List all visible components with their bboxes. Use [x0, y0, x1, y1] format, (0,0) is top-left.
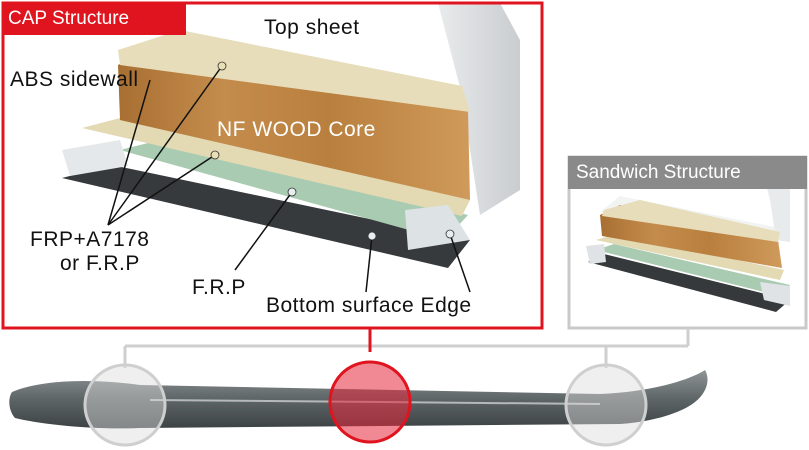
- pointer-dot: [217, 61, 227, 71]
- cap-title-bg: [2, 2, 186, 35]
- pointer-dot: [210, 150, 220, 160]
- connector-bracket: [123, 328, 690, 368]
- label-top-sheet: Top sheet: [264, 16, 360, 39]
- pointer-dot: [445, 229, 455, 239]
- pointer-dot: [287, 187, 297, 197]
- abs-sidewall-block: [62, 140, 128, 176]
- cap-frame: [1, 1, 544, 330]
- cap-structure-title: CAP Structure: [8, 8, 130, 29]
- sandwich-top: [602, 200, 780, 242]
- lower-laminate: [82, 118, 470, 216]
- label-frp: F.R.P: [192, 276, 246, 299]
- edge-block: [405, 205, 470, 250]
- label-wood-core: NF WOOD Core: [217, 118, 376, 141]
- label-frp-a7178: FRP+A7178: [30, 228, 150, 251]
- right-zoom-circle: [564, 363, 648, 447]
- sandwich-title-bg: [568, 156, 807, 189]
- label-bottom-edge: Bottom surface Edge: [266, 294, 472, 317]
- sandwich-fiberglass: [596, 244, 790, 296]
- cap-sidewall-right: [438, 3, 520, 215]
- sandwich-base: [588, 254, 790, 312]
- label-abs-sidewall: ABS sidewall: [10, 68, 139, 91]
- sandwich-cross-section: [580, 155, 790, 312]
- cap-cross-section: [3, 3, 542, 328]
- top-sheet-layer: [118, 30, 470, 112]
- left-zoom-circle: [83, 363, 167, 447]
- pointer-dot: [367, 231, 377, 241]
- cap-pointer-lines: [107, 65, 471, 293]
- sandwich-structure-title: Sandwich Structure: [576, 162, 741, 183]
- label-or-frp: or F.R.P: [60, 252, 140, 275]
- sandwich-lower-laminate: [596, 234, 784, 280]
- base-layer: [62, 165, 470, 268]
- sandwich-edge-right: [760, 282, 790, 306]
- sandwich-edge-left: [586, 244, 606, 264]
- center-zoom-circle: [328, 360, 412, 444]
